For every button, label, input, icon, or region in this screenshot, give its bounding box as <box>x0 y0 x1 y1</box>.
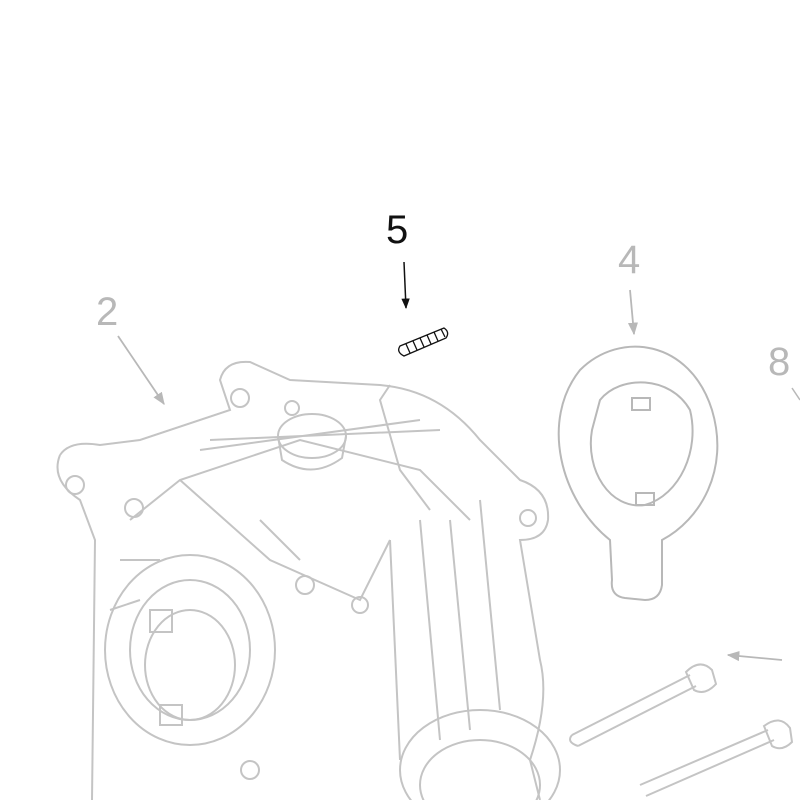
callout-4-label: 4 <box>618 238 641 282</box>
gearbox-housing-part <box>56 360 561 800</box>
arrow-2 <box>117 335 165 406</box>
arrow-8 <box>726 651 783 662</box>
arrow-5 <box>401 261 410 310</box>
arrow-4 <box>627 289 638 336</box>
bolts-part <box>569 663 794 797</box>
callout-8-label: 8 <box>768 340 791 384</box>
arrow-8-leader <box>791 387 800 401</box>
set-screw-part <box>398 327 449 357</box>
callout-2-label: 2 <box>96 290 119 334</box>
tab-washer-part <box>557 345 719 602</box>
callout-5-label: 5 <box>386 208 409 252</box>
